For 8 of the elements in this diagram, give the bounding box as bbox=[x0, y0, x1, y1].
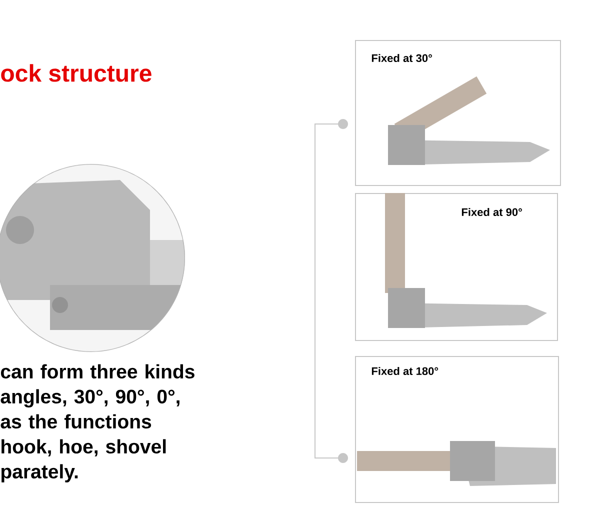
panel-caption: Fixed at 90° bbox=[460, 206, 524, 218]
description-text: can form three kinds angles, 30°, 90°, 0°, as the functions hook, hoe, shovel parately. bbox=[0, 364, 194, 482]
panel-caption: Fixed at 180° bbox=[370, 366, 440, 376]
photo-panel bbox=[355, 193, 558, 341]
photo-panel bbox=[355, 356, 559, 503]
panel-caption: Fixed at 30° bbox=[370, 52, 434, 64]
title: ock structure bbox=[1, 64, 152, 82]
photo-panel bbox=[355, 40, 561, 186]
